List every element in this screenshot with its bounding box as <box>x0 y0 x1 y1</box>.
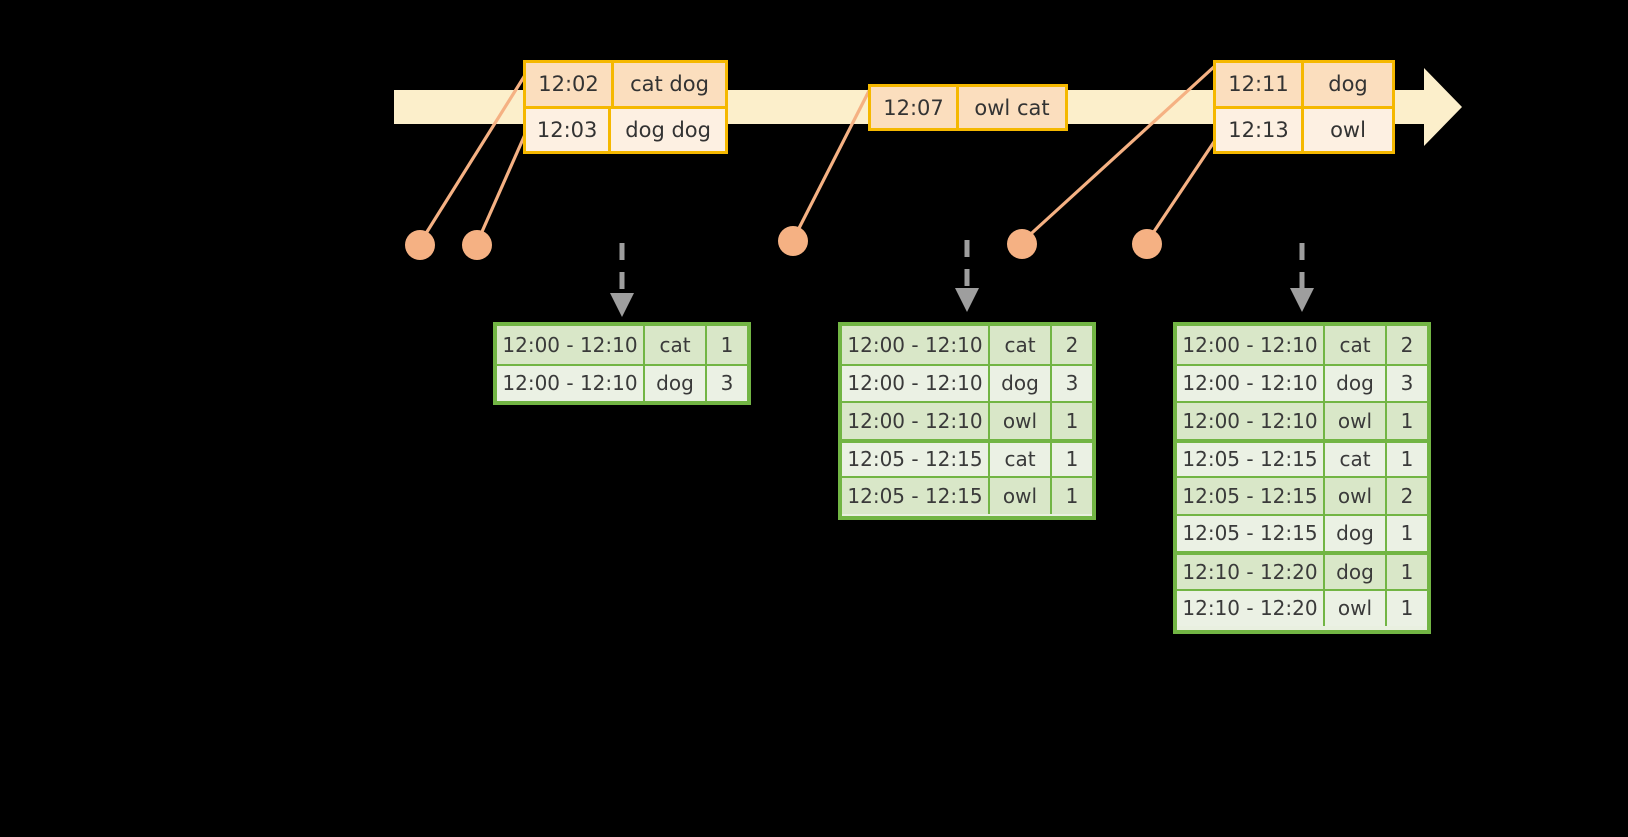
event-row: 12:07 owl cat <box>871 87 1065 128</box>
cell-count: 1 <box>1400 521 1414 546</box>
event-row: 12:13 owl <box>1216 105 1392 151</box>
cell-count: 2 <box>1400 483 1414 508</box>
table-row: 12:05 - 12:15 cat 1 <box>842 438 1092 476</box>
cell-window: 12:00 - 12:10 <box>842 326 990 364</box>
table-row: 12:00 - 12:10 cat 1 <box>497 326 747 364</box>
cell-count: 1 <box>1400 596 1414 621</box>
leader-line-1202 <box>418 71 529 244</box>
table-row: 12:00 - 12:10 dog 3 <box>842 363 1092 401</box>
table-row: 12:00 - 12:10 dog 3 <box>1177 363 1427 401</box>
cell-window: 12:00 - 12:10 <box>842 403 990 439</box>
connector-dot-1202 <box>405 230 435 260</box>
cell-key: cat <box>1325 326 1387 364</box>
dashed-arrow-2 <box>955 240 979 312</box>
cell-window: 12:05 - 12:15 <box>1177 442 1325 476</box>
cell-count: 3 <box>1065 371 1079 396</box>
cell-key: dog <box>645 365 707 401</box>
table-row: 12:05 - 12:15 dog 1 <box>1177 513 1427 551</box>
connector-dot-1203 <box>462 230 492 260</box>
result-table-3[interactable]: 12:00 - 12:10 cat 2 12:00 - 12:10 dog 3 … <box>1173 322 1431 634</box>
cell-window: 12:05 - 12:15 <box>1177 478 1325 514</box>
cell-window: 12:00 - 12:10 <box>497 365 645 401</box>
cell-key: cat <box>645 326 707 364</box>
cell-count: 3 <box>1400 371 1414 396</box>
result-table-1[interactable]: 12:00 - 12:10 cat 1 12:00 - 12:10 dog 3 <box>493 322 751 405</box>
event-words: dog <box>1328 72 1368 97</box>
connector-dot-1211 <box>1007 229 1037 259</box>
cell-key: cat <box>990 326 1052 364</box>
cell-count: 1 <box>1400 408 1414 433</box>
event-time: 12:11 <box>1216 63 1304 106</box>
cell-window: 12:00 - 12:10 <box>842 365 990 401</box>
cell-window: 12:00 - 12:10 <box>1177 365 1325 401</box>
result-table-2[interactable]: 12:00 - 12:10 cat 2 12:00 - 12:10 dog 3 … <box>838 322 1096 520</box>
table-row: 12:10 - 12:20 owl 1 <box>1177 588 1427 626</box>
cell-key: dog <box>1325 515 1387 551</box>
cell-key: dog <box>990 365 1052 401</box>
event-box-1[interactable]: 12:02 cat dog 12:03 dog dog <box>523 60 728 154</box>
dashed-arrow-1 <box>610 243 634 317</box>
leader-line-1213 <box>1145 129 1224 243</box>
cell-count: 1 <box>1400 447 1414 472</box>
event-row: 12:02 cat dog <box>526 63 725 106</box>
table-row: 12:00 - 12:10 cat 2 <box>1177 326 1427 364</box>
cell-window: 12:05 - 12:15 <box>842 442 990 476</box>
cell-window: 12:05 - 12:15 <box>1177 515 1325 551</box>
event-time: 12:07 <box>871 87 959 128</box>
table-row: 12:00 - 12:10 dog 3 <box>497 363 747 401</box>
event-time: 12:02 <box>526 63 614 106</box>
table-row: 12:00 - 12:10 owl 1 <box>842 401 1092 439</box>
cell-window: 12:00 - 12:10 <box>1177 326 1325 364</box>
event-box-2[interactable]: 12:07 owl cat <box>868 84 1068 131</box>
cell-key: owl <box>1325 478 1387 514</box>
cell-key: owl <box>1325 590 1387 626</box>
table-row: 12:00 - 12:10 cat 2 <box>842 326 1092 364</box>
cell-count: 1 <box>720 332 734 357</box>
event-words: owl <box>1330 117 1366 142</box>
event-row: 12:11 dog <box>1216 63 1392 106</box>
leader-line-1207 <box>791 84 874 241</box>
event-time: 12:03 <box>526 108 612 151</box>
event-box-3[interactable]: 12:11 dog 12:13 owl <box>1213 60 1395 154</box>
cell-key: cat <box>1325 442 1387 476</box>
cell-window: 12:10 - 12:20 <box>1177 590 1325 626</box>
event-row: 12:03 dog dog <box>526 105 725 151</box>
event-words: dog dog <box>625 117 711 142</box>
cell-count: 3 <box>720 371 734 396</box>
cell-window: 12:00 - 12:10 <box>497 326 645 364</box>
table-row: 12:05 - 12:15 cat 1 <box>1177 438 1427 476</box>
connector-dot-1213 <box>1132 229 1162 259</box>
cell-count: 2 <box>1065 332 1079 357</box>
event-time: 12:13 <box>1216 108 1304 151</box>
table-row: 12:05 - 12:15 owl 1 <box>842 476 1092 514</box>
cell-count: 1 <box>1065 483 1079 508</box>
cell-key: cat <box>990 442 1052 476</box>
leader-line-1203 <box>475 129 529 244</box>
table-row: 12:10 - 12:20 dog 1 <box>1177 551 1427 589</box>
connector-dot-1207 <box>778 226 808 256</box>
table-row: 12:05 - 12:15 owl 2 <box>1177 476 1427 514</box>
cell-count: 1 <box>1400 559 1414 584</box>
cell-key: dog <box>1325 555 1387 589</box>
event-words: cat dog <box>630 72 709 97</box>
cell-count: 1 <box>1065 447 1079 472</box>
cell-window: 12:05 - 12:15 <box>842 478 990 514</box>
event-words: owl cat <box>974 95 1050 120</box>
cell-key: dog <box>1325 365 1387 401</box>
cell-key: owl <box>990 478 1052 514</box>
cell-key: owl <box>990 403 1052 439</box>
cell-window: 12:00 - 12:10 <box>1177 403 1325 439</box>
cell-count: 2 <box>1400 332 1414 357</box>
cell-key: owl <box>1325 403 1387 439</box>
cell-count: 1 <box>1065 408 1079 433</box>
table-row: 12:00 - 12:10 owl 1 <box>1177 401 1427 439</box>
dashed-arrow-3 <box>1290 243 1314 312</box>
cell-window: 12:10 - 12:20 <box>1177 555 1325 589</box>
